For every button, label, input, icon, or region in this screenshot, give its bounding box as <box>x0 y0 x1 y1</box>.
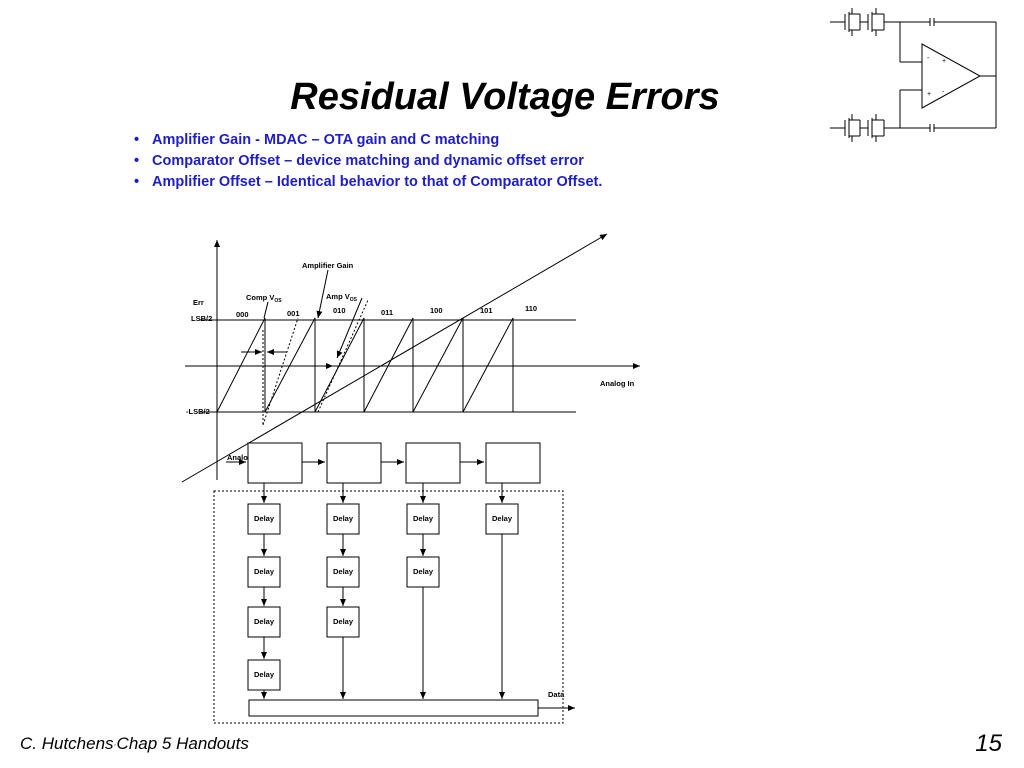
footer-credit: C. Hutchens·Chap 5 Handouts <box>20 734 249 754</box>
comp-vos-pointer <box>263 301 269 319</box>
page-number: 15 <box>975 730 1002 757</box>
output-register <box>248 699 539 717</box>
delay-region <box>213 490 564 724</box>
delay-box <box>326 503 360 535</box>
amplifier-gain-label: Amplifier Gain <box>302 261 354 270</box>
delay-label: Delay <box>333 514 354 523</box>
svg-text:+: + <box>927 91 931 98</box>
delay-box <box>247 503 281 535</box>
delay-box <box>247 556 281 588</box>
code-label-101: 101 <box>480 306 493 315</box>
pipeline-stage-4 <box>485 442 541 484</box>
code-label-000: 000 <box>236 310 249 319</box>
pipeline-stage-2 <box>326 442 382 484</box>
switch-top-2 <box>867 8 885 36</box>
delay-box <box>326 556 360 588</box>
code-label-100: 100 <box>430 306 443 315</box>
analog-in-label: Analog In <box>600 379 635 388</box>
delay-matrix: DelayDelayDelayDelayDelayDelayDelayDelay… <box>247 483 519 699</box>
amplifier-gain-pointer <box>316 269 329 319</box>
amp-vos-pointer <box>336 297 363 359</box>
bullet-comparator-offset: Comparator Offset – device matching and … <box>130 151 602 172</box>
lsb-pos-label: LSB/2 <box>191 314 212 323</box>
code-label-001: 001 <box>287 309 300 318</box>
delay-label: Delay <box>333 617 354 626</box>
transfer-line <box>181 233 608 483</box>
amp-gain-dashed <box>317 299 369 413</box>
residue-sawtooth <box>216 317 514 413</box>
data-output-label: Data <box>548 690 565 699</box>
delay-label: Delay <box>254 670 275 679</box>
delay-box <box>406 503 440 535</box>
switch-top-1 <box>844 8 861 36</box>
comp-vos-label: Comp VOS <box>246 293 282 304</box>
footer-author: C. Hutchens <box>20 734 114 753</box>
bullet-list: Amplifier Gain - MDAC – OTA gain and C m… <box>130 130 602 193</box>
pipeline-stage-3 <box>405 442 461 484</box>
delay-label: Delay <box>254 567 275 576</box>
delay-label: Delay <box>254 617 275 626</box>
err-label: Err <box>193 298 204 307</box>
svg-text:-: - <box>942 89 945 96</box>
code-label-011: 011 <box>381 308 393 317</box>
comp-offset-dashed <box>262 317 299 426</box>
analog-input-label: Analog <box>227 453 253 462</box>
delay-box <box>247 606 281 638</box>
footer-separator: · <box>113 739 117 750</box>
delay-label: Delay <box>333 567 354 576</box>
code-label-010: 010 <box>333 306 346 315</box>
delay-label: Delay <box>254 514 275 523</box>
delay-label: Delay <box>413 567 434 576</box>
pipeline-stage-1 <box>247 442 303 484</box>
svg-text:-: - <box>927 55 930 62</box>
pipeline <box>226 442 541 484</box>
delay-box <box>247 659 281 691</box>
code-labels: 000 001 010 011 100 101 110 <box>236 304 537 319</box>
delay-box <box>326 606 360 638</box>
svg-text:+: + <box>942 58 946 65</box>
bullet-amplifier-offset: Amplifier Offset – Identical behavior to… <box>130 172 602 193</box>
delay-label: Delay <box>413 514 434 523</box>
bullet-amplifier-gain: Amplifier Gain - MDAC – OTA gain and C m… <box>130 130 602 151</box>
slide-title: Residual Voltage Errors <box>290 76 720 118</box>
delay-label: Delay <box>492 514 513 523</box>
amp-vos-label: Amp VOS <box>326 292 358 303</box>
lsb-neg-label: -LSB/2 <box>186 407 210 416</box>
footer-handout: Chap 5 Handouts <box>116 734 249 753</box>
code-label-110: 110 <box>525 304 537 313</box>
